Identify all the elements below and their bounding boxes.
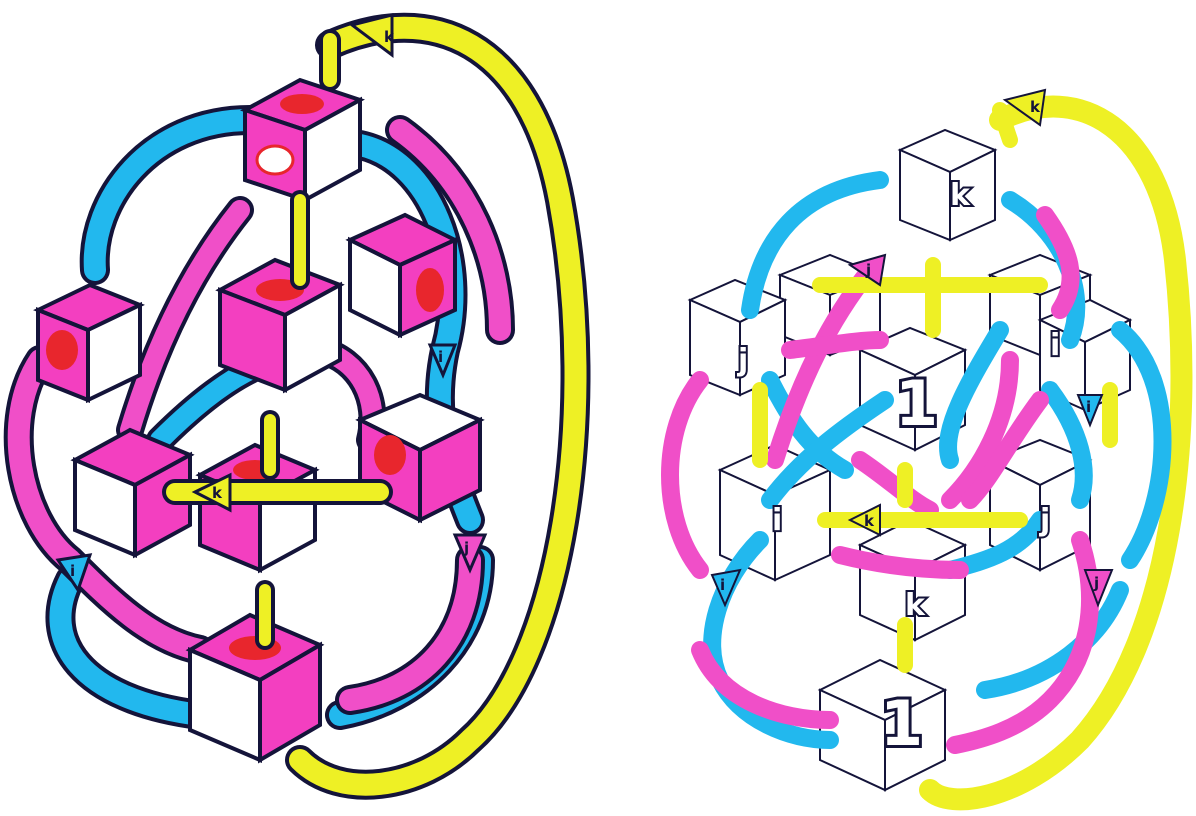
right-arrow-left-bottom-label: i: [720, 576, 725, 594]
right-arrow-upper-magenta-label: j: [865, 261, 871, 279]
right-arrow-top-label: k: [1030, 98, 1041, 116]
right-arrow-center-label: k: [864, 512, 875, 530]
right-node-center-label: 1: [895, 367, 938, 440]
left-arrow-right-bottom-label: j: [463, 539, 469, 557]
left-cube-right: [350, 215, 455, 335]
left-arrow-right-label: i: [438, 348, 443, 366]
right-node-right-label: i: [1050, 328, 1060, 363]
right-node-lower-label: k: [905, 588, 926, 623]
left-arrow-center-label: k: [212, 484, 223, 502]
left-arrow-top-label: k: [384, 28, 395, 46]
left-cube-top: [245, 80, 360, 200]
right-arrow-right-label: i: [1086, 398, 1091, 416]
right-arrow-center: k: [850, 505, 880, 535]
left-cube-lower-center: [200, 445, 315, 570]
right-node-mid-right-label: j: [1039, 503, 1050, 538]
left-figure: k k i i j: [19, 15, 576, 785]
right-node-left-label: j: [737, 343, 748, 378]
right-figure: k j i 1 i j k 1 k k i i j j: [670, 90, 1181, 799]
right-arrow-right-bottom-label: j: [1093, 574, 1099, 592]
left-cube-left: [38, 285, 140, 400]
right-node-mid-left-label: i: [772, 503, 782, 538]
right-node-bottom-label: 1: [880, 687, 923, 760]
left-arrow-left-bottom-label: i: [70, 562, 75, 580]
right-node-top-label: k: [950, 178, 971, 213]
left-cube-center: [220, 260, 340, 390]
right-arrow-right: i: [1078, 395, 1102, 425]
